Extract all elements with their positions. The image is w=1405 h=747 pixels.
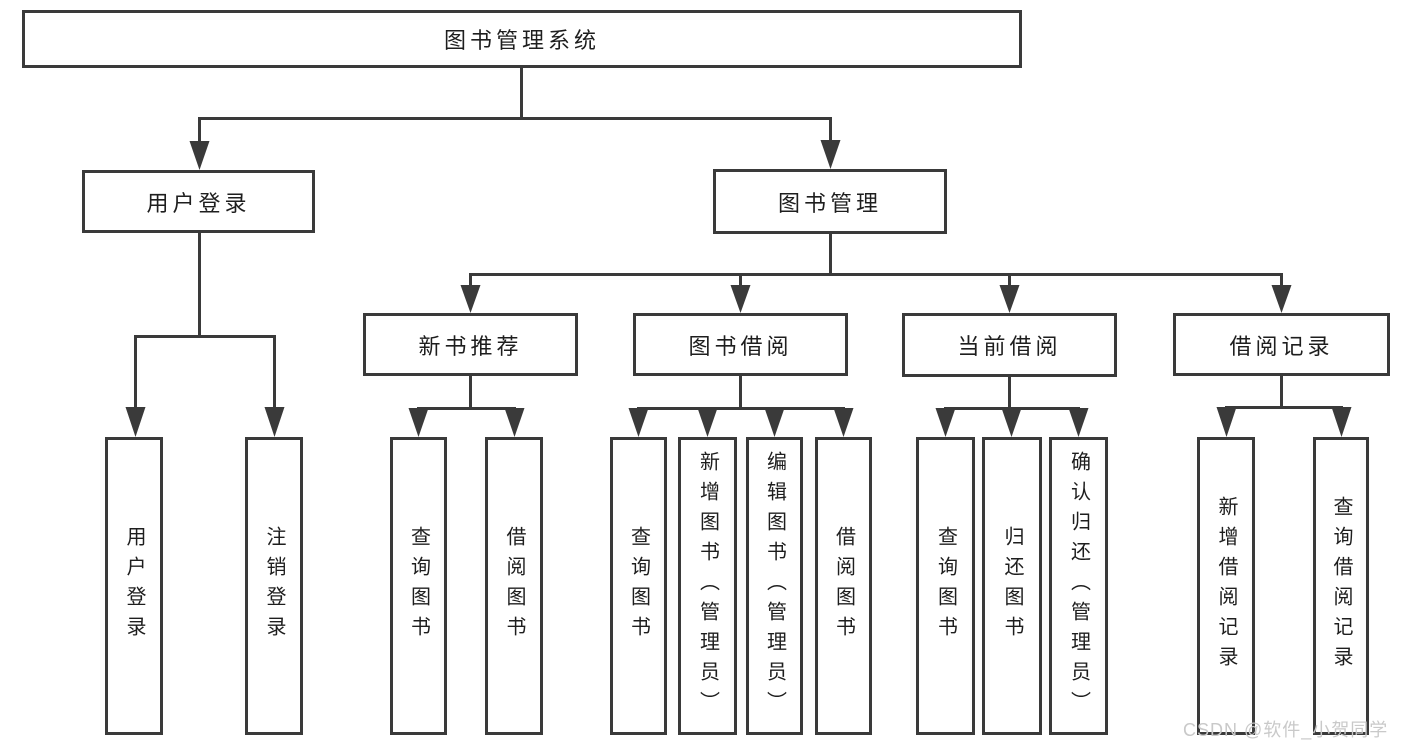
arrow-icon [730, 285, 751, 313]
node-query-books: 查询图书 [916, 437, 975, 735]
arrow-icon [697, 408, 718, 437]
node-book-borrowing: 图书借阅 [633, 313, 848, 376]
arrow-icon [1331, 407, 1352, 437]
node-query-books: 查询图书 [610, 437, 667, 735]
arrow-icon [999, 285, 1020, 313]
node-query-borrow-record: 查询借阅记录 [1313, 437, 1369, 735]
arrow-icon [264, 407, 285, 437]
node-edit-books-admin: 编辑图书（管理员） [746, 437, 803, 735]
node-borrow-books: 借阅图书 [485, 437, 543, 735]
arrow-icon [1068, 408, 1089, 437]
csdn-watermark: CSDN @软件_小贺同学 [1183, 720, 1389, 740]
arrow-icon [628, 408, 649, 437]
arrow-icon [833, 408, 854, 437]
edge-borrow-records-fork [1225, 375, 1343, 409]
node-user-login-leaf: 用户登录 [105, 437, 163, 735]
node-confirm-return-admin: 确认归还（管理员） [1049, 437, 1108, 735]
arrow-icon [764, 408, 785, 437]
edge-book-mgmt-fork [469, 234, 1283, 287]
node-add-books-admin: 新增图书（管理员） [678, 437, 737, 735]
edge-book-borrow-fork [637, 376, 845, 410]
node-add-borrow-record: 新增借阅记录 [1197, 437, 1255, 735]
arrow-icon [504, 408, 525, 437]
arrow-icon [125, 407, 146, 437]
node-query-books: 查询图书 [390, 437, 447, 735]
arrowheads [125, 140, 1352, 437]
node-user-login: 用户登录 [82, 170, 315, 233]
edge-user-login-fork [134, 233, 276, 409]
node-logout: 注销登录 [245, 437, 303, 735]
arrow-icon [189, 141, 210, 170]
edge-new-book-fork [417, 376, 516, 410]
node-current-borrowing: 当前借阅 [902, 313, 1117, 377]
node-library-management-system: 图书管理系统 [22, 10, 1022, 68]
arrow-icon [935, 408, 956, 437]
edge-root-to-level2 [198, 68, 832, 144]
arrow-icon [408, 408, 429, 437]
edge-current-borrow-fork [944, 377, 1080, 410]
arrow-icon [460, 285, 481, 313]
arrow-icon [1271, 285, 1292, 313]
arrow-icon [1001, 408, 1022, 437]
arrow-icon [1216, 407, 1237, 437]
arrow-icon [820, 140, 841, 169]
node-borrowing-records: 借阅记录 [1173, 313, 1390, 376]
node-book-management: 图书管理 [713, 169, 947, 234]
node-borrow-books: 借阅图书 [815, 437, 872, 735]
node-return-books: 归还图书 [982, 437, 1042, 735]
node-new-book-recommend: 新书推荐 [363, 313, 578, 376]
